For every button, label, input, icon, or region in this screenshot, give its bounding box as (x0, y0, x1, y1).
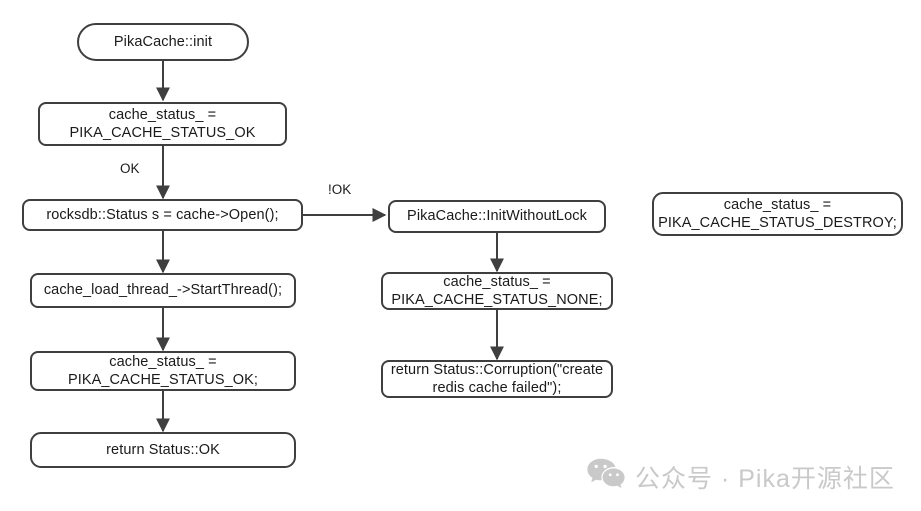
watermark: 公众号 · Pika开源社区 (587, 458, 895, 496)
node-cache-status-ok[interactable]: cache_status_ = PIKA_CACHE_STATUS_OK (38, 102, 287, 146)
node-return-status-corruption[interactable]: return Status::Corruption("create redis … (381, 360, 613, 398)
node-return-status-ok[interactable]: return Status::OK (30, 432, 296, 468)
node-cache-status-destroy[interactable]: cache_status_ = PIKA_CACHE_STATUS_DESTRO… (652, 192, 903, 236)
node-cache-status-ok-semicolon[interactable]: cache_status_ = PIKA_CACHE_STATUS_OK; (30, 351, 296, 391)
edge-label-ok: OK (120, 161, 140, 176)
node-cache-status-none[interactable]: cache_status_ = PIKA_CACHE_STATUS_NONE; (381, 272, 613, 310)
watermark-text: 公众号 · Pika开源社区 (635, 465, 895, 493)
node-rocksdb-open[interactable]: rocksdb::Status s = cache->Open(); (22, 199, 303, 231)
node-pikacache-init[interactable]: PikaCache::init (77, 23, 249, 61)
edge-label-not-ok: !OK (328, 182, 352, 197)
wechat-icon (587, 458, 625, 496)
node-pikacache-initwithoutlock[interactable]: PikaCache::InitWithoutLock (388, 200, 606, 233)
node-cache-load-thread-startthread[interactable]: cache_load_thread_->StartThread(); (30, 273, 296, 308)
